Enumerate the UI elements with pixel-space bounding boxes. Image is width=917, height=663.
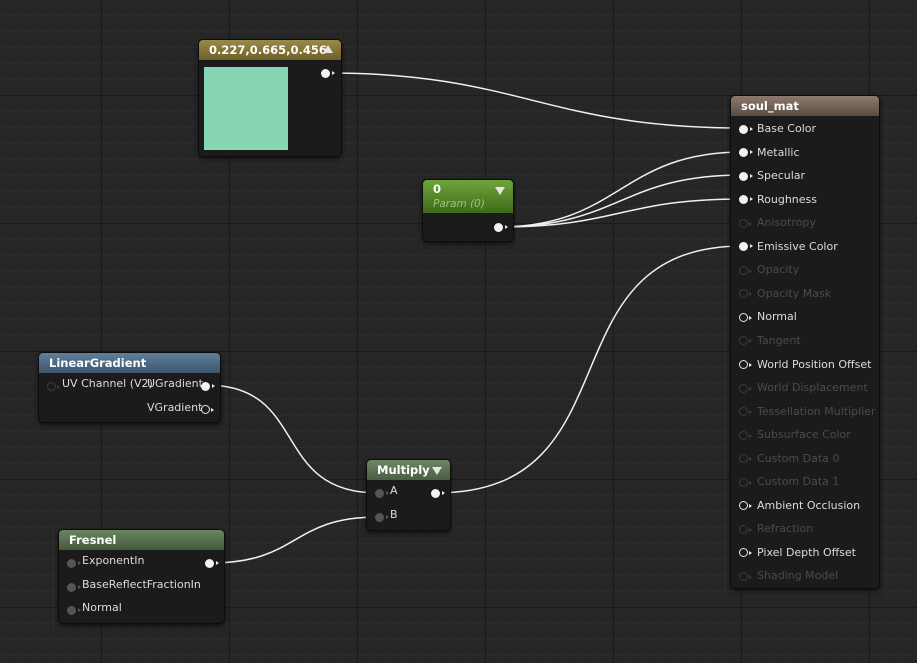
material-pin-ambient-occlusion[interactable] (739, 501, 752, 511)
exponent-input-pin[interactable] (67, 559, 81, 568)
material-pin-label: World Position Offset (757, 357, 872, 371)
param-output-pin[interactable] (494, 223, 508, 232)
uv-channel-input-pin[interactable] (47, 382, 60, 391)
material-pin-label: Specular (757, 169, 806, 183)
wire-fresnel-to-multiply-b (209, 516, 379, 564)
material-pin-anisotropy[interactable] (739, 218, 752, 228)
collapse-arrow-icon[interactable] (495, 187, 505, 195)
material-pin-opacity[interactable] (739, 265, 752, 275)
material-pin-label: Roughness (757, 192, 818, 206)
wire-multiply-to-emissive (435, 245, 744, 494)
material-pin-metallic[interactable] (739, 148, 753, 158)
fresnel-normal-label: Normal (82, 601, 122, 614)
param-node-title: 0 (433, 182, 442, 196)
material-pin-world-position-offset[interactable] (739, 360, 752, 369)
multiply-b-label: B (390, 508, 398, 521)
material-pin-normal[interactable] (739, 312, 752, 322)
base-reflect-label: BaseReflectFractionIn (82, 578, 201, 591)
fresnel-header[interactable]: Fresnel (59, 530, 224, 550)
material-pin-label: Shading Model (757, 569, 839, 583)
constant-output-pin[interactable] (321, 69, 335, 78)
multiply-a-input-pin[interactable] (375, 489, 389, 498)
material-pin-label: Custom Data 1 (757, 475, 840, 489)
material-pin-base-color[interactable] (739, 124, 753, 134)
color-swatch (204, 67, 288, 150)
multiply-b-input-pin[interactable] (375, 513, 389, 522)
exponent-label: ExponentIn (82, 554, 145, 567)
multiply-header[interactable]: Multiply (367, 460, 450, 480)
material-pin-pixel-depth-offset[interactable] (739, 548, 752, 558)
param-node-header[interactable]: 0 Param (0) (423, 180, 513, 213)
material-pin-specular[interactable] (739, 171, 753, 181)
material-pin-label: Refraction (757, 522, 814, 536)
constant-node-title: 0.227,0.665,0.456 (209, 43, 327, 57)
material-pin-label: Custom Data 0 (757, 451, 840, 465)
material-pin-label: Tangent (757, 333, 801, 347)
wire-param-to-specular (497, 174, 744, 228)
uv-channel-label: UV Channel (V2) (62, 377, 153, 390)
multiply-node[interactable]: Multiply A B (366, 459, 451, 531)
material-pin-refraction[interactable] (739, 524, 752, 534)
material-pin-label: Opacity Mask (757, 286, 832, 300)
material-pin-label: World Displacement (757, 381, 868, 395)
material-header[interactable]: soul_mat (731, 96, 879, 116)
material-pin-label: Opacity (757, 263, 800, 277)
material-pin-label: Ambient Occlusion (757, 498, 861, 512)
material-pin-emissive-color[interactable] (739, 242, 753, 252)
param-node-subtitle: Param (0) (433, 198, 485, 210)
material-pin-label: Anisotropy (757, 216, 816, 230)
multiply-title: Multiply (377, 463, 430, 477)
param-node[interactable]: 0 Param (0) (422, 179, 514, 242)
normal-input-pin[interactable] (67, 606, 81, 615)
multiply-output-pin[interactable] (431, 489, 445, 498)
ugradient-output-pin[interactable] (201, 382, 215, 391)
fresnel-output-pin[interactable] (205, 559, 219, 568)
material-pin-subsurface-color[interactable] (739, 430, 752, 440)
collapse-arrow-icon[interactable] (323, 45, 333, 53)
material-pin-world-displacement[interactable] (739, 383, 752, 393)
material-pin-tangent[interactable] (739, 336, 752, 346)
material-pin-label: Metallic (757, 145, 800, 159)
linear-gradient-header[interactable]: LinearGradient (39, 353, 220, 373)
wire-param-to-metallic (497, 151, 744, 228)
material-pin-opacity-mask[interactable] (739, 289, 752, 299)
material-pin-label: Subsurface Color (757, 428, 851, 442)
wire-ugradient-to-multiply-a (205, 384, 379, 494)
material-pin-shading-model[interactable] (739, 571, 752, 581)
fresnel-title: Fresnel (69, 533, 117, 547)
linear-gradient-node[interactable]: LinearGradient UV Channel (V2) UGradient… (38, 352, 221, 423)
linear-gradient-title: LinearGradient (49, 356, 147, 370)
base-reflect-input-pin[interactable] (67, 583, 81, 592)
fresnel-node[interactable]: Fresnel ExponentIn BaseReflectFractionIn… (58, 529, 225, 624)
material-pin-roughness[interactable] (739, 195, 753, 205)
material-pin-custom-data-0[interactable] (739, 454, 752, 464)
constant-node-header[interactable]: 0.227,0.665,0.456 (199, 40, 341, 60)
material-pin-label: Base Color (757, 122, 817, 135)
ugradient-label: UGradient (147, 377, 203, 390)
material-pin-label: Pixel Depth Offset (757, 545, 856, 559)
material-title: soul_mat (741, 99, 799, 113)
multiply-a-label: A (390, 484, 398, 497)
material-pin-tessellation-multiplier[interactable] (739, 407, 752, 417)
wire-constant-to-base-color (327, 72, 744, 129)
vgradient-label: VGradient (147, 401, 203, 414)
constant-color-node[interactable]: 0.227,0.665,0.456 (198, 39, 342, 157)
collapse-arrow-icon[interactable] (432, 467, 442, 475)
material-pin-custom-data-1[interactable] (739, 477, 752, 487)
material-pin-label: Tessellation Multiplier (757, 404, 876, 418)
vgradient-output-pin[interactable] (201, 405, 214, 414)
wire-param-to-roughness (497, 198, 744, 228)
material-pin-label: Normal (757, 310, 797, 324)
material-pin-label: Emissive Color (757, 239, 838, 253)
